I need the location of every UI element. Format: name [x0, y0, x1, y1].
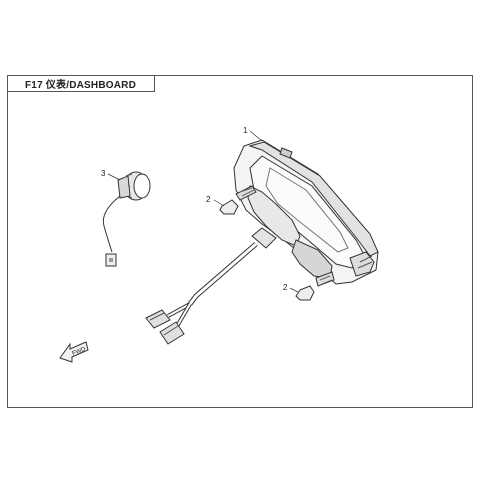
bolt-upper	[219, 185, 257, 215]
bolt-lower	[295, 271, 335, 301]
callout-part-2-lower: 2	[283, 283, 288, 292]
round-socket-part	[102, 171, 151, 267]
dashboard-cluster	[233, 139, 379, 285]
callout-part-3: 3	[101, 169, 106, 178]
fwd-arrow-icon: FWD	[59, 341, 89, 363]
fwd-label: FWD	[72, 346, 88, 357]
callout-part-2-upper: 2	[206, 195, 211, 204]
page-title: F17 仪表/DASHBOARD	[25, 79, 136, 91]
callout-part-1: 1	[243, 126, 248, 135]
leader-lines	[107, 130, 299, 293]
drawing-frame	[7, 75, 473, 408]
wire-harness	[145, 227, 277, 345]
title-box: F17 仪表/DASHBOARD	[7, 75, 155, 92]
